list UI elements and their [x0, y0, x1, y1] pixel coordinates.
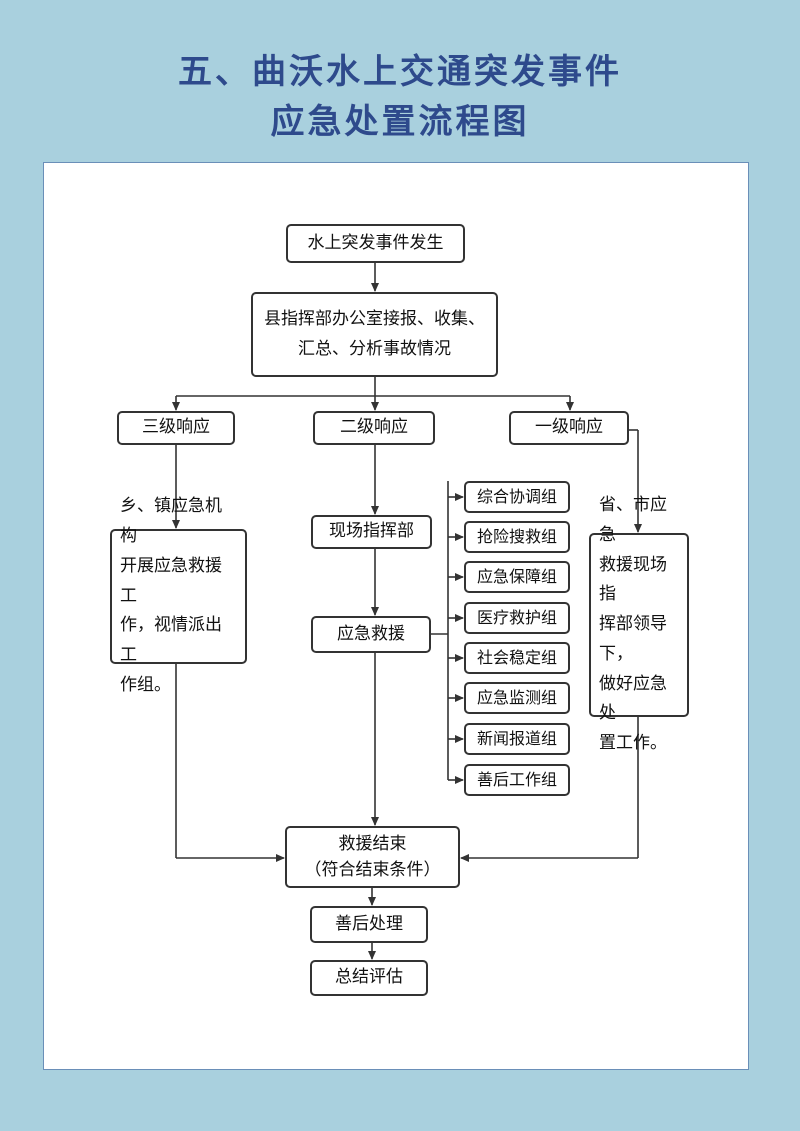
summary-evaluation-box: 总结评估	[310, 960, 428, 996]
township-agency-box: 乡、镇应急机构 开展应急救援工 作，视情派出工 作组。	[110, 496, 247, 695]
page-title-line2: 应急处置流程图	[270, 102, 530, 142]
level2-response-box: 二级响应	[313, 411, 435, 445]
field-command-box: 现场指挥部	[311, 515, 432, 549]
group-aftercare-box: 善后工作组	[464, 764, 570, 796]
group-support-box: 应急保障组	[464, 561, 570, 593]
level1-response-box: 一级响应	[509, 411, 629, 445]
province-city-box: 省、市应急 救援现场指 挥部领导下， 做好应急处 置工作。	[589, 495, 689, 753]
group-medical-box: 医疗救护组	[464, 602, 570, 634]
rescue-end-box: 救援结束 （符合结束条件）	[285, 826, 460, 888]
event-occurs-box: 水上突发事件发生	[286, 224, 465, 263]
aftermath-box: 善后处理	[310, 906, 428, 943]
level3-response-box: 三级响应	[117, 411, 235, 445]
page-title-line1: 五、曲沃水上交通突发事件	[178, 52, 622, 92]
group-stability-box: 社会稳定组	[464, 642, 570, 674]
emergency-rescue-box: 应急救援	[311, 616, 431, 653]
county-office-box: 县指挥部办公室接报、收集、 汇总、分析事故情况	[251, 292, 498, 377]
group-coordination-box: 综合协调组	[464, 481, 570, 513]
group-search-rescue-box: 抢险搜救组	[464, 521, 570, 553]
group-news-box: 新闻报道组	[464, 723, 570, 755]
group-monitoring-box: 应急监测组	[464, 682, 570, 714]
